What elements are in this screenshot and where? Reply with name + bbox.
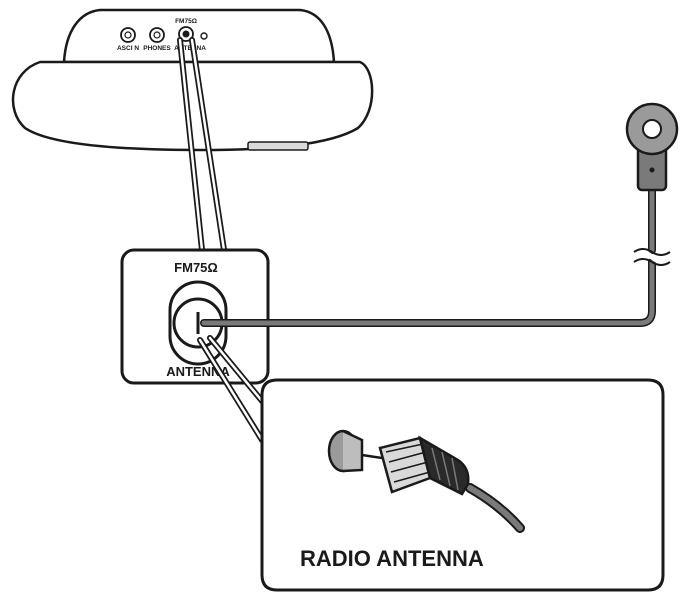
cable-break-icon [633,248,671,266]
detail-caption: RADIO ANTENNA [300,546,484,571]
jack-antenna-label: ANTENNA [174,45,206,52]
jack-phones-label: PHONES [143,45,171,52]
radio-main-body [11,60,374,152]
jack-aux: ASCI N [117,27,139,52]
antenna-plug-icon [327,429,525,533]
antenna-cable [200,186,656,327]
jack-fm-antenna: FM75Ω ANTENNA [174,18,208,52]
jack-aux-label: ASCI N [117,45,139,52]
jack-fm-label: FM75Ω [175,18,197,25]
coax-wall-plug-icon [625,102,679,192]
radio-top-housing [62,8,336,64]
panel-fm-label: FM75Ω [174,260,218,275]
radio-unit [11,8,374,152]
jack-phones: PHONES [143,27,171,52]
radio-antenna-detail-panel: RADIO ANTENNA [260,378,665,592]
antenna-socket-panel: FM75Ω ANTENNA [120,248,270,385]
radio-bottom-slot [247,141,309,151]
